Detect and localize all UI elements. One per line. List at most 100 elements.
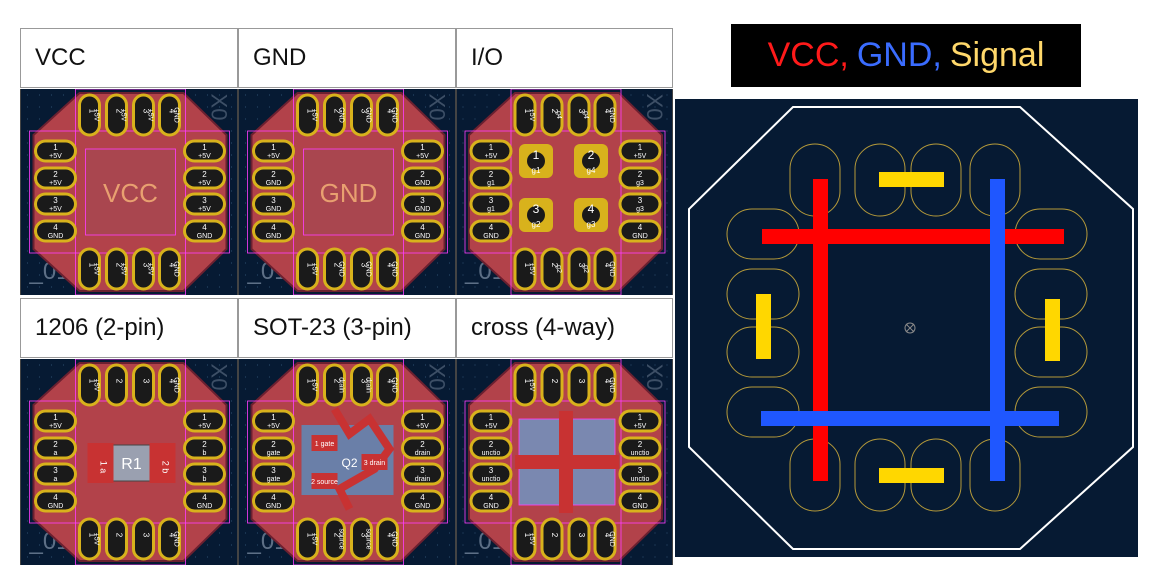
pad-bottom [376, 517, 399, 561]
sot23-trace [331, 406, 395, 511]
pad-label: a [54, 476, 58, 483]
pad-label: 2 [53, 440, 58, 449]
pad-label: +5V [120, 263, 127, 276]
grid-dot [244, 166, 247, 168]
grid-dot [448, 190, 451, 192]
vcc-trace-vertical [813, 179, 828, 481]
pad-label: 3 [577, 263, 586, 268]
pad-label: +5V [49, 423, 62, 430]
grid-dot [666, 190, 668, 192]
footprint-svg: X0_011+5V1+5V2g42g23g43g24GND4GND1+5V1+5… [462, 89, 668, 295]
pad-top [513, 93, 537, 137]
grid-dot [654, 544, 656, 546]
grid-dot [448, 520, 451, 522]
grid-dot [26, 484, 29, 486]
pad-left [34, 409, 77, 433]
pad-label: g4 [582, 111, 589, 119]
grid-dot [462, 94, 464, 96]
grid-dot [436, 274, 439, 276]
pad-left [469, 166, 513, 190]
pad-left [252, 462, 295, 486]
grid-dot [218, 364, 221, 366]
cell-label: I/O [456, 28, 673, 88]
grid-dot [244, 496, 247, 498]
grid-dot [474, 286, 476, 288]
pad-bottom [105, 247, 128, 291]
pad-label: 2 [550, 379, 559, 384]
pad-top [593, 363, 617, 407]
pad-right [618, 436, 662, 460]
pad-left [252, 409, 295, 433]
grid-dot [498, 556, 500, 558]
grid-dot [256, 94, 259, 96]
grid-dot [424, 94, 427, 96]
grid-dot [436, 286, 439, 288]
pad-label: 2 [333, 379, 342, 384]
grid-dot [666, 412, 668, 414]
pad-label: +5V [198, 423, 211, 430]
pad-left [469, 219, 513, 243]
pad-top [105, 93, 128, 137]
grid-dot [218, 376, 221, 378]
grid-dot [436, 364, 439, 366]
grid-dot [436, 262, 439, 264]
pad-label: 1 [523, 109, 532, 114]
pad-right [618, 166, 662, 190]
pad-bottom [593, 517, 617, 561]
footprint-svg: X0_011+5V1+5V22334GND4GND1+5V1+5V2unctio… [462, 359, 668, 565]
pad-label: 1 [420, 413, 425, 422]
pad-label: 4 [386, 263, 395, 268]
pad-label: 1 [420, 143, 425, 152]
grid-dot [244, 400, 247, 402]
grid-dot [498, 94, 500, 96]
pad-label: 4 [420, 493, 425, 502]
pad-label: GND [608, 377, 615, 393]
pad-top [540, 93, 564, 137]
cell-label: VCC [20, 28, 238, 88]
pad-label: 3 [53, 466, 58, 475]
grid-dot [642, 376, 644, 378]
grid-dot [436, 106, 439, 108]
grid-dot [412, 286, 415, 288]
grid-dot [26, 106, 29, 108]
pad-label: 1 [523, 263, 532, 268]
center-zone [303, 148, 394, 236]
grid-dot [26, 94, 29, 96]
grid-dot [448, 412, 451, 414]
grid-dot [38, 388, 41, 390]
grid-dot [230, 496, 233, 498]
pad-label: 1 [88, 263, 97, 268]
grid-dot [230, 460, 233, 462]
vcc-trace-horizontal [762, 229, 1064, 244]
grid-dot [448, 106, 451, 108]
footprint-svg: X0_011+5V1+5V22334GND4GND1+5V1+5V2a2b3a3… [26, 359, 233, 565]
grid-dot [448, 226, 451, 228]
cell-label: GND [238, 28, 456, 88]
grid-dot [256, 118, 259, 120]
pad-label: GND [483, 503, 499, 510]
pad-label: +5V [147, 263, 154, 276]
grid-dot [230, 250, 233, 252]
pad-label: g2 [555, 265, 562, 273]
grid-dot [244, 556, 247, 558]
pad-label: 1 [489, 143, 494, 152]
grid-dot [230, 118, 233, 120]
pad-label: 1 [306, 533, 315, 538]
pad-label: 4 [168, 533, 177, 538]
silk-text: X0 [207, 94, 232, 121]
grid-dot [230, 202, 233, 204]
grid-dot [38, 94, 41, 96]
pad-label: 3 [360, 263, 369, 268]
pad-label: +5V [147, 109, 154, 122]
pad-label: b [203, 476, 207, 483]
io-pad-net: g1 [532, 166, 541, 175]
pad-label: unctio [631, 476, 650, 483]
grid-dot [666, 364, 668, 366]
grid-dot [194, 94, 197, 96]
pad-label: GND [173, 531, 180, 547]
pad-label: 4 [603, 109, 612, 114]
grid-dot [486, 364, 488, 366]
io-pad-net: g3 [587, 220, 596, 229]
pad-label: +5V [311, 379, 318, 392]
